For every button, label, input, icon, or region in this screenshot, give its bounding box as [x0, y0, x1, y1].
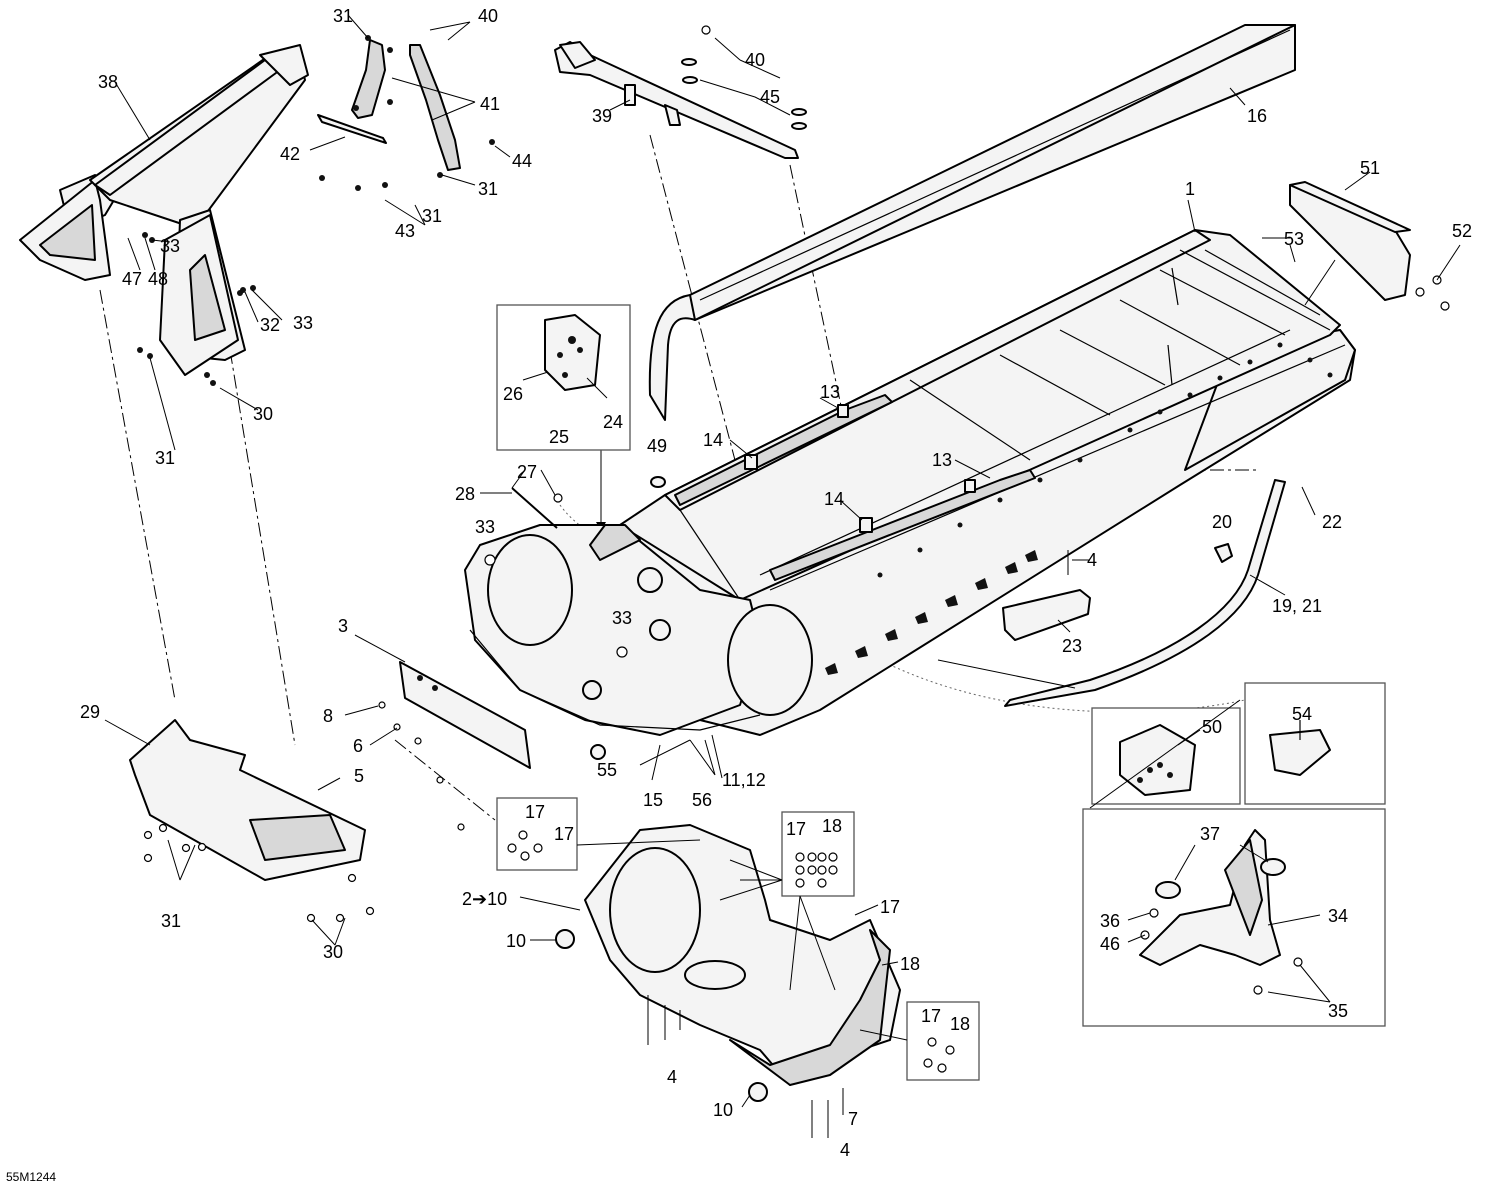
callout-40: 40	[745, 50, 765, 70]
callout-31: 31	[333, 6, 353, 26]
callout-10: 10	[713, 1100, 733, 1120]
callout-2-10: 2➔10	[462, 889, 507, 909]
callout-17: 17	[525, 802, 545, 822]
callout-15: 15	[643, 790, 663, 810]
callout-13: 13	[820, 382, 840, 402]
callout-14: 14	[824, 489, 844, 509]
callout-51: 51	[1360, 158, 1380, 178]
callout-20: 20	[1212, 512, 1232, 532]
callout-53: 53	[1284, 229, 1304, 249]
misc-parts	[129, 476, 1286, 923]
callout-46: 46	[1100, 934, 1120, 954]
callout-28: 28	[455, 484, 475, 504]
callout-45: 45	[760, 87, 780, 107]
callout-42: 42	[280, 144, 300, 164]
callout-4: 4	[667, 1067, 677, 1087]
callout-31: 31	[155, 448, 175, 468]
callout-30: 30	[323, 942, 343, 962]
callout-52: 52	[1452, 221, 1472, 241]
callout-33: 33	[293, 313, 313, 333]
callout-16: 16	[1247, 106, 1267, 126]
callout-24: 24	[603, 412, 623, 432]
callout-5: 5	[354, 766, 364, 786]
callout-labels: 1 3 4 4 4 5 6 7 8 2➔10 10 10 11,12 13 13…	[6, 6, 1472, 1184]
callout-17: 17	[880, 897, 900, 917]
callout-8: 8	[323, 706, 333, 726]
rear-arm-assembly	[554, 25, 807, 159]
callout-27: 27	[517, 462, 537, 482]
callout-31: 31	[478, 179, 498, 199]
callout-36: 36	[1100, 911, 1120, 931]
callout-17: 17	[786, 819, 806, 839]
callout-26: 26	[503, 384, 523, 404]
callout-34: 34	[1328, 906, 1348, 926]
callout-49: 49	[647, 436, 667, 456]
callout-50: 50	[1202, 717, 1222, 737]
callout-35: 35	[1328, 1001, 1348, 1021]
callout-56: 56	[692, 790, 712, 810]
callout-41: 41	[480, 94, 500, 114]
callout-23: 23	[1062, 636, 1082, 656]
callout-22: 22	[1322, 512, 1342, 532]
brackets-assembly	[317, 35, 495, 191]
rear-support-assembly	[19, 44, 309, 386]
callout-48: 48	[148, 269, 168, 289]
callout-47: 47	[122, 269, 142, 289]
callout-44: 44	[512, 151, 532, 171]
callout-43: 43	[395, 221, 415, 241]
callout-10: 10	[506, 931, 526, 951]
callout-14: 14	[703, 430, 723, 450]
callout-33: 33	[612, 608, 632, 628]
callout-54: 54	[1292, 704, 1312, 724]
callout-38: 38	[98, 72, 118, 92]
callout-18: 18	[822, 816, 842, 836]
leader-lines	[104, 14, 1461, 1108]
callout-31: 31	[161, 911, 181, 931]
callout-19-21: 19, 21	[1272, 596, 1322, 616]
callout-7: 7	[848, 1109, 858, 1129]
callout-39: 39	[592, 106, 612, 126]
callout-33: 33	[160, 236, 180, 256]
inset-box-24	[496, 304, 631, 451]
callout-55: 55	[597, 760, 617, 780]
main-frame-tunnel	[464, 181, 1450, 760]
callout-32: 32	[260, 315, 280, 335]
callout-1: 1	[1185, 179, 1195, 199]
drawing-reference: 55M1244	[6, 1170, 56, 1184]
callout-33: 33	[475, 517, 495, 537]
tunnel-cover	[648, 24, 1296, 421]
callout-29: 29	[80, 702, 100, 722]
callout-11-12: 11,12	[722, 770, 766, 790]
callout-17: 17	[921, 1006, 941, 1026]
callout-37: 37	[1200, 824, 1220, 844]
callout-3: 3	[338, 616, 348, 636]
callout-40: 40	[478, 6, 498, 26]
callout-6: 6	[353, 736, 363, 756]
callout-4: 4	[840, 1140, 850, 1160]
inset-boxes-right	[1082, 682, 1386, 1027]
callout-17: 17	[554, 824, 574, 844]
callout-25: 25	[549, 427, 569, 447]
callout-13: 13	[932, 450, 952, 470]
callout-18: 18	[900, 954, 920, 974]
callout-18: 18	[950, 1014, 970, 1034]
callout-30: 30	[253, 404, 273, 424]
callout-31: 31	[422, 206, 442, 226]
callout-4: 4	[1087, 550, 1097, 570]
front-bulkhead-assembly	[496, 797, 980, 1138]
